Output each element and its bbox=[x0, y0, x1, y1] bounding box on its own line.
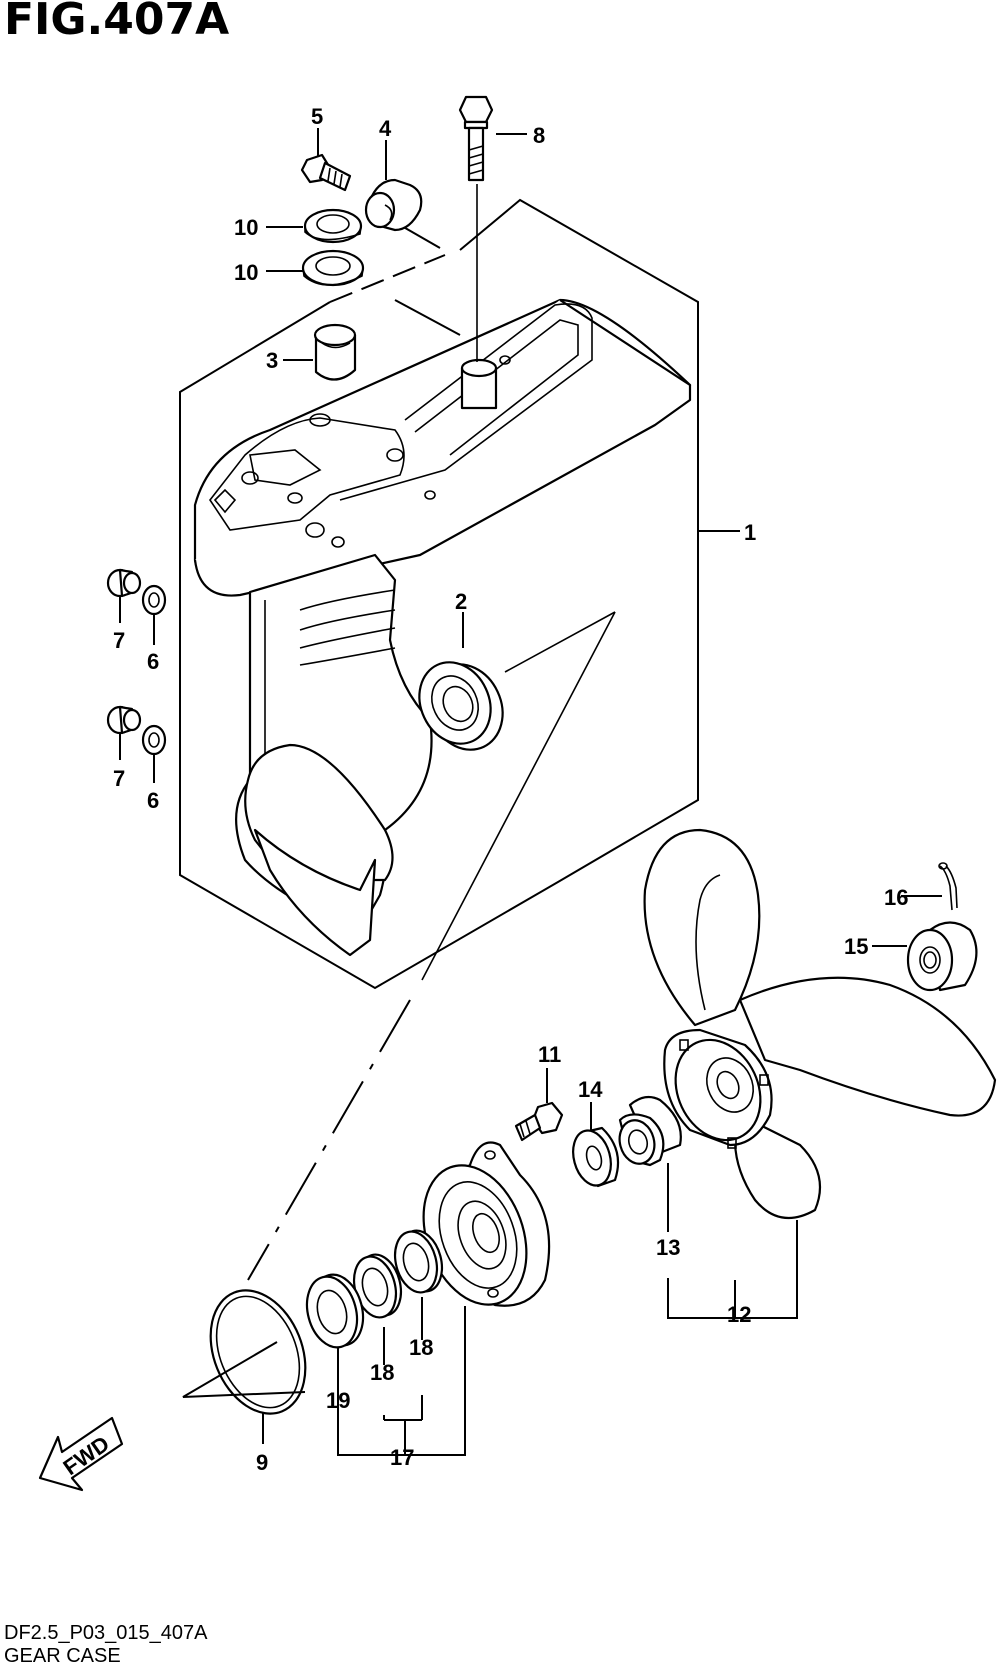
callout-15: 15 bbox=[844, 934, 868, 959]
oil-seal-part-10-upper bbox=[303, 208, 363, 244]
callout-16: 16 bbox=[884, 885, 908, 910]
callout-14: 14 bbox=[578, 1077, 603, 1102]
propeller-part-12 bbox=[643, 828, 997, 1220]
forward-direction-arrow: FWD bbox=[38, 1416, 124, 1492]
callout-6-lower: 6 bbox=[147, 788, 159, 813]
oil-seal-part-18-left bbox=[352, 1253, 403, 1319]
plug-part-7-upper bbox=[106, 568, 142, 598]
callout-3: 3 bbox=[266, 348, 278, 373]
installation-guide-lines bbox=[182, 999, 411, 1398]
callout-13: 13 bbox=[656, 1235, 680, 1260]
callout-9: 9 bbox=[256, 1450, 268, 1475]
thrust-hub-part-13 bbox=[618, 1095, 682, 1167]
gear-case-boundary-box bbox=[179, 198, 699, 990]
callout-12: 12 bbox=[727, 1302, 751, 1327]
propeller-nut-part-15 bbox=[906, 921, 978, 992]
callout-10-upper: 10 bbox=[234, 215, 258, 240]
bushing-part-4 bbox=[364, 178, 423, 232]
cotter-pin-part-16 bbox=[938, 862, 958, 911]
leader-lines bbox=[119, 128, 942, 1456]
bolt-part-11 bbox=[514, 1101, 564, 1142]
callout-labels: 1 2 3 4 5 6 6 7 7 8 9 10 10 11 12 13 14 … bbox=[113, 104, 908, 1475]
diagram-caption: GEAR CASE bbox=[4, 1645, 121, 1667]
diagram-code: DF2.5_P03_015_407A bbox=[4, 1622, 208, 1644]
bolt-part-5 bbox=[300, 153, 352, 192]
oil-seal-part-18-right bbox=[393, 1229, 444, 1294]
spacer-part-14 bbox=[572, 1126, 620, 1188]
figure-title: FIG.407A bbox=[4, 0, 230, 45]
callout-17: 17 bbox=[390, 1445, 414, 1470]
plug-part-7-lower bbox=[106, 705, 142, 735]
callout-1: 1 bbox=[744, 520, 756, 545]
oil-seal-part-10-lower bbox=[301, 249, 365, 287]
callout-19: 19 bbox=[326, 1388, 350, 1413]
bearing-part-2 bbox=[418, 611, 616, 981]
callout-10-lower: 10 bbox=[234, 260, 258, 285]
callout-5: 5 bbox=[311, 104, 323, 129]
washer-part-6-upper bbox=[141, 584, 167, 616]
callout-2: 2 bbox=[455, 589, 467, 614]
callout-4: 4 bbox=[379, 116, 392, 141]
callout-7-upper: 7 bbox=[113, 628, 125, 653]
callout-18-left: 18 bbox=[370, 1360, 394, 1385]
gear-case-body bbox=[193, 298, 692, 957]
callout-18-right: 18 bbox=[409, 1335, 433, 1360]
callout-6-upper: 6 bbox=[147, 649, 159, 674]
callout-11: 11 bbox=[538, 1042, 561, 1067]
sleeve-part-3 bbox=[313, 323, 357, 381]
callout-7-lower: 7 bbox=[113, 766, 125, 791]
bearing-housing-part-17 bbox=[422, 1141, 551, 1307]
washer-part-6-lower bbox=[141, 724, 167, 756]
callout-8: 8 bbox=[533, 123, 545, 148]
bearing-part-19 bbox=[305, 1273, 365, 1349]
bolt-part-8 bbox=[458, 95, 494, 362]
